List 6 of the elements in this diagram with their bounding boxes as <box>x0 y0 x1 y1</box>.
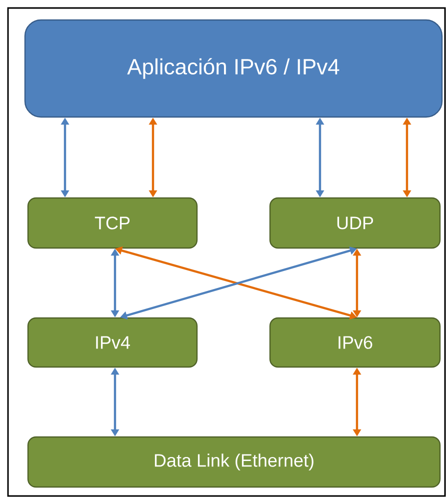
protocol-box: TCP <box>27 197 198 249</box>
protocol-box: UDP <box>269 197 441 249</box>
protocol-box: IPv4 <box>27 317 198 368</box>
link-layer-box: Data Link (Ethernet) <box>27 436 441 488</box>
protocol-box: IPv6 <box>269 317 441 368</box>
app-layer-box: Aplicación IPv6 / IPv4 <box>24 19 443 118</box>
